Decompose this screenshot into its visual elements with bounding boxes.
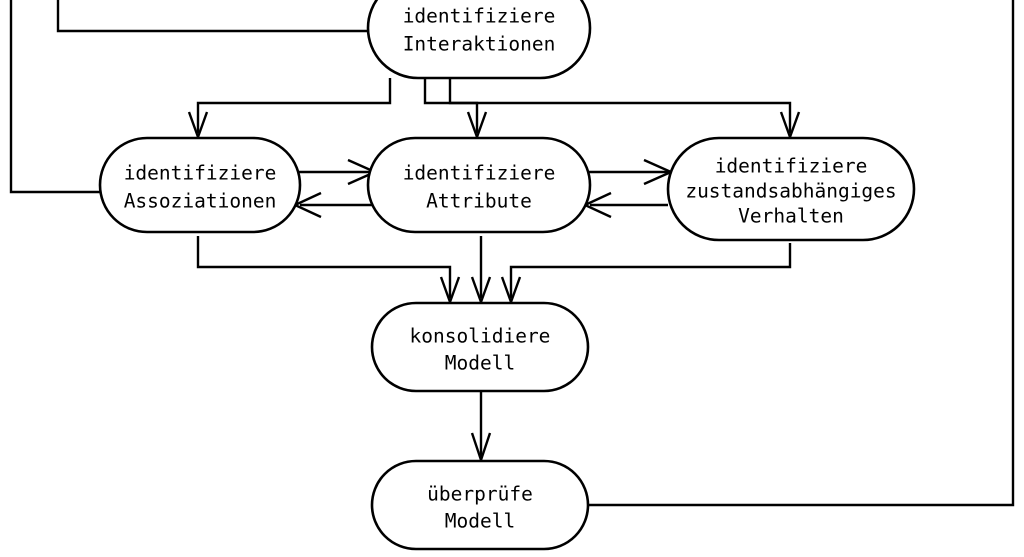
node-identifiziere-zustandsabhaengiges-verhalten[interactable]: identifiziere zustandsabhängiges Verhalt… bbox=[666, 136, 916, 242]
node-shape-ueberpruefe-modell bbox=[370, 459, 590, 551]
node-label-ueberpruefe-line2: Modell bbox=[445, 510, 515, 533]
node-shape-verhalten bbox=[666, 136, 916, 242]
node-konsolidiere-modell[interactable]: konsolidiere Modell bbox=[370, 301, 590, 393]
edge-verhalten-to-konsolidiere bbox=[509, 243, 792, 298]
node-label-ueberpruefe-line1: überprüfe bbox=[427, 483, 533, 506]
edge-interaktionen-to-assoziationen bbox=[196, 78, 392, 133]
node-label-interaktionen-line2: Interaktionen bbox=[403, 33, 556, 56]
edge-ueberpruefe-feedback-right bbox=[588, 0, 1015, 507]
node-label-konsolidiere-line1: konsolidiere bbox=[410, 325, 551, 348]
node-identifiziere-interaktionen[interactable]: identifiziere Interaktionen bbox=[366, 0, 592, 80]
edge-interaktionen-to-verhalten bbox=[448, 78, 792, 133]
node-label-verhalten-line3: Verhalten bbox=[738, 205, 844, 228]
node-label-attribute-line1: identifiziere bbox=[403, 162, 556, 185]
edge-feedback-into-interaktionen bbox=[56, 0, 370, 33]
node-label-interaktionen-line1: identifiziere bbox=[403, 5, 556, 28]
node-label-konsolidiere-line2: Modell bbox=[445, 352, 515, 375]
edges-layer bbox=[9, 0, 1015, 507]
node-label-assoziationen-line2: Assoziationen bbox=[124, 190, 277, 213]
node-label-verhalten-line1: identifiziere bbox=[715, 155, 868, 178]
node-shape-assoziationen bbox=[98, 136, 302, 234]
edge-assoziationen-to-konsolidiere bbox=[196, 236, 452, 298]
node-shape-attribute bbox=[366, 136, 592, 234]
node-shape-konsolidiere-modell bbox=[370, 301, 590, 393]
node-identifiziere-assoziationen[interactable]: identifiziere Assoziationen bbox=[98, 136, 302, 234]
node-identifiziere-attribute[interactable]: identifiziere Attribute bbox=[366, 136, 592, 234]
node-label-verhalten-line2: zustandsabhängiges bbox=[685, 180, 896, 203]
edge-feedback-into-assoziationen bbox=[9, 0, 102, 194]
node-ueberpruefe-modell[interactable]: überprüfe Modell bbox=[370, 459, 590, 551]
node-shape-interaktionen bbox=[366, 0, 592, 80]
node-label-assoziationen-line1: identifiziere bbox=[124, 162, 277, 185]
node-label-attribute-line2: Attribute bbox=[426, 190, 532, 213]
